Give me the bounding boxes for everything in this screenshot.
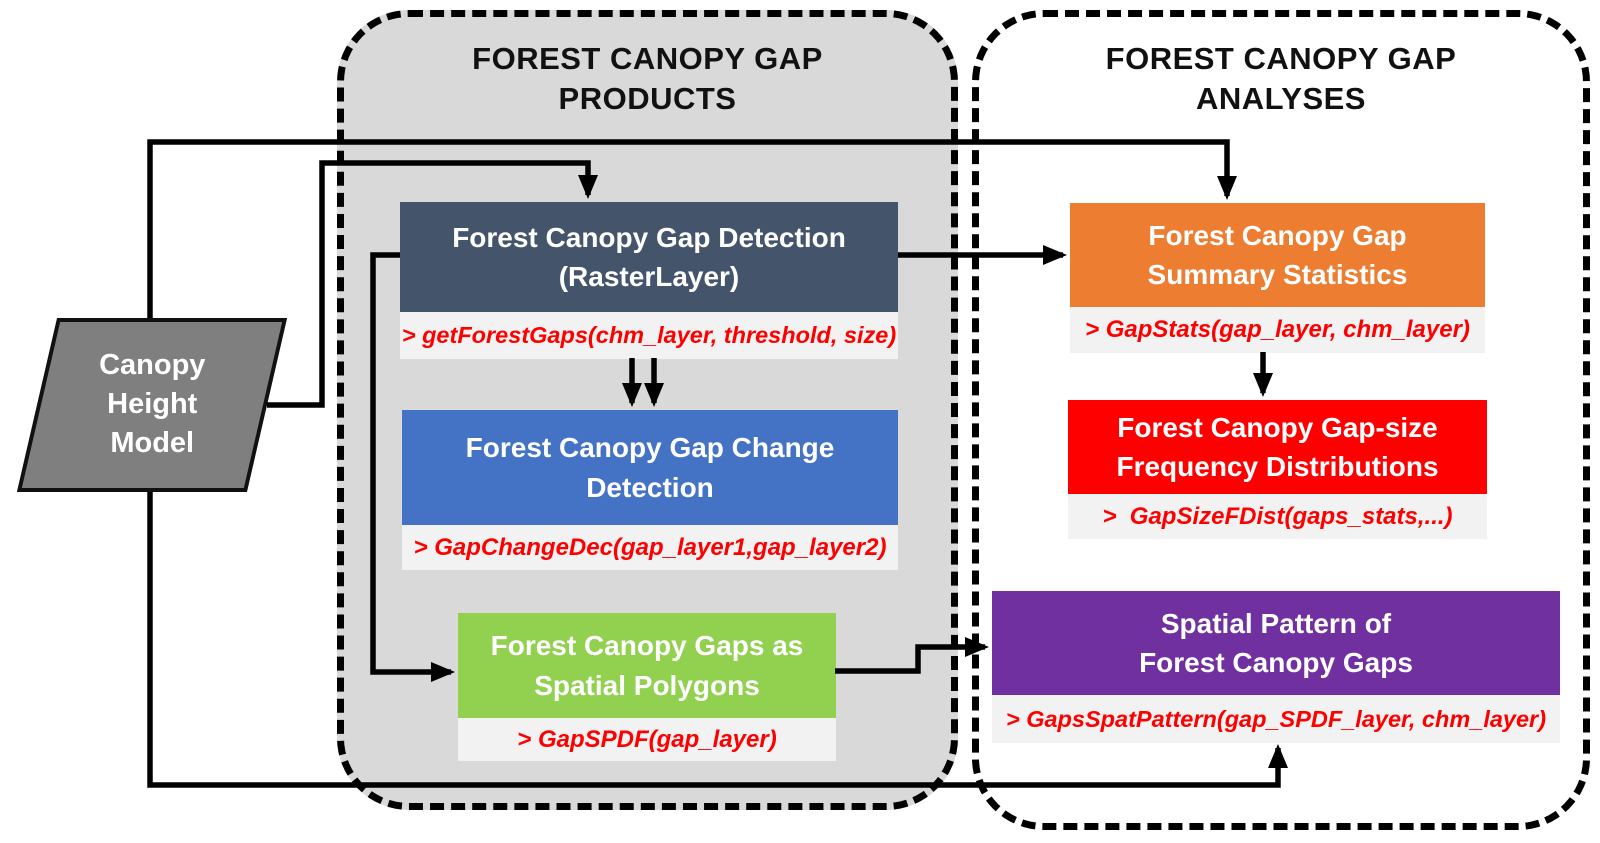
gap-size-frequency-title: Forest Canopy Gap-size Frequency Distrib… [1068, 400, 1487, 494]
gap-detection-title: Forest Canopy Gap Detection (RasterLayer… [400, 202, 898, 312]
gap-summary-statistics-code: > GapStats(gap_layer, chm_layer) [1070, 307, 1485, 353]
gap-detection-code: > getForestGaps(chm_layer, threshold, si… [400, 312, 898, 359]
gaps-spatial-polygons-title: Forest Canopy Gaps as Spatial Polygons [458, 613, 836, 718]
analyses-panel-title: FOREST CANOPY GAP ANALYSES [1105, 41, 1457, 117]
spatial-pattern-code: > GapsSpatPattern(gap_SPDF_layer, chm_la… [992, 695, 1560, 743]
gap-detection-node: Forest Canopy Gap Detection (RasterLayer… [400, 202, 898, 359]
canopy-height-model-label: Canopy Height Model [98, 349, 206, 460]
gap-summary-statistics-title: Forest Canopy Gap Summary Statistics [1070, 203, 1485, 307]
canopy-height-model-node: Canopy Height Model [16, 318, 288, 492]
gap-change-detection-code: > GapChangeDec(gap_layer1,gap_layer2) [402, 525, 898, 570]
spatial-pattern-node: Spatial Pattern of Forest Canopy Gaps > … [992, 591, 1560, 743]
gap-summary-statistics-node: Forest Canopy Gap Summary Statistics > G… [1070, 203, 1485, 353]
gap-change-detection-title: Forest Canopy Gap Change Detection [402, 410, 898, 525]
gaps-spatial-polygons-code: > GapSPDF(gap_layer) [458, 718, 836, 761]
gaps-spatial-polygons-node: Forest Canopy Gaps as Spatial Polygons >… [458, 613, 836, 761]
products-panel-title: FOREST CANOPY GAP PRODUCTS [472, 41, 823, 117]
spatial-pattern-title: Spatial Pattern of Forest Canopy Gaps [992, 591, 1560, 695]
gap-size-frequency-node: Forest Canopy Gap-size Frequency Distrib… [1068, 400, 1487, 539]
gap-change-detection-node: Forest Canopy Gap Change Detection > Gap… [402, 410, 898, 570]
gap-size-frequency-code: > GapSizeFDist(gaps_stats,...) [1068, 494, 1487, 539]
